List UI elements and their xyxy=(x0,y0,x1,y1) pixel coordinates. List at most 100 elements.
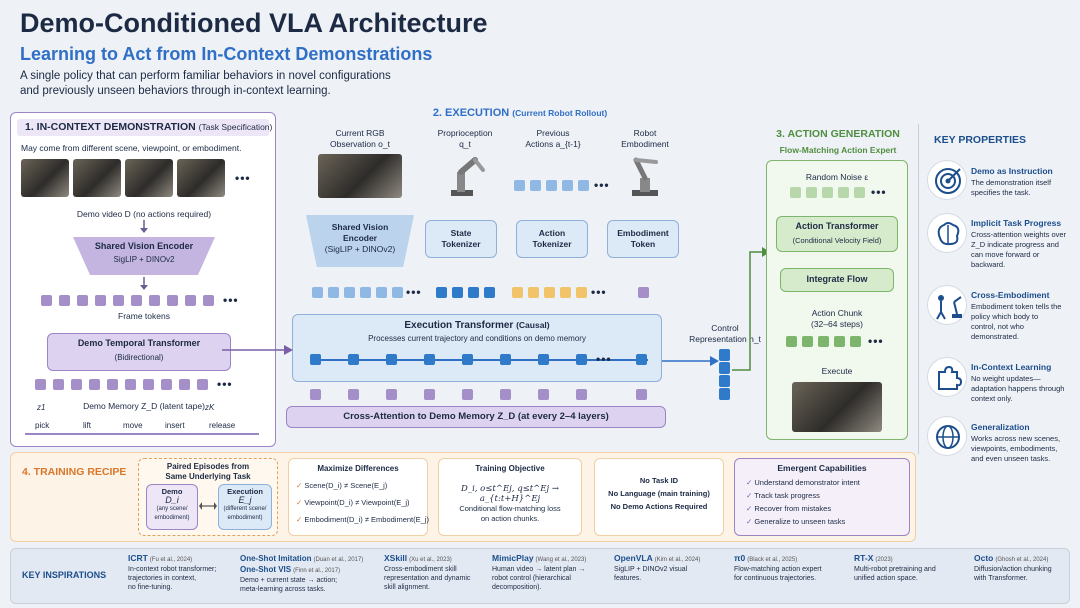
emergent-item-intent: ✓ Understand demonstrator intent xyxy=(746,478,860,487)
prev-action-token xyxy=(578,180,589,191)
exec-tokens-ellipsis: ••• xyxy=(596,352,612,366)
control-token xyxy=(719,388,730,400)
action-chunk-token xyxy=(818,336,829,347)
brain-icon xyxy=(927,213,967,253)
inspiration-octo: Octo (Ghosh et al., 2024)Diffusion/actio… xyxy=(974,553,1052,583)
property-desc-icl: No weight updates—adaptation happens thr… xyxy=(971,374,1065,403)
action-chunk-token xyxy=(850,336,861,347)
target-icon xyxy=(927,160,967,200)
obs-token xyxy=(312,287,323,298)
execution-episode-box xyxy=(218,484,272,530)
section-key-inspirations xyxy=(10,548,1070,604)
exec-transformer-title: Execution Transformer (Causal) xyxy=(404,320,550,331)
embodiment-token xyxy=(638,287,649,298)
section3-subtitle: Flow-Matching Action Expert xyxy=(779,145,897,155)
execute-robot-image xyxy=(792,382,882,432)
exec-token xyxy=(576,354,587,365)
xattn-token xyxy=(386,389,397,400)
frame-token xyxy=(185,295,196,306)
frame-token xyxy=(77,295,88,306)
key-properties-divider xyxy=(918,124,919,454)
section1-title-bar xyxy=(17,119,269,136)
action-token xyxy=(512,287,523,298)
temporal-title: Demo Temporal Transformer xyxy=(77,338,201,348)
obs-tokens-ellipsis: ••• xyxy=(406,285,422,299)
demo-video-label: Demo video D (no actions required) xyxy=(76,209,212,219)
obs-token xyxy=(392,287,403,298)
temporal-sub: (Bidirectional) xyxy=(114,353,164,362)
demo-memory-label: Demo Memory Z_D (latent tape) xyxy=(83,401,205,411)
memory-token xyxy=(161,379,172,390)
action-transformer xyxy=(776,216,898,252)
phase-pick: pick xyxy=(35,421,50,430)
memory-token xyxy=(179,379,190,390)
demo-encoder-sub: SigLIP + DINOv2 xyxy=(113,255,175,264)
frame-tokens-label: Frame tokens xyxy=(118,311,170,321)
execution-transformer xyxy=(292,314,662,382)
emergent-item-progress: ✓ Track task progress xyxy=(746,491,820,500)
state-tokenizer xyxy=(425,220,497,258)
memory-token xyxy=(89,379,100,390)
prev-actions-ellipsis: ••• xyxy=(594,178,610,192)
prev-action-token xyxy=(546,180,557,191)
action-transformer-sub: (Conditional Velocity Field) xyxy=(792,236,882,245)
globe-icon xyxy=(927,416,967,456)
exec-token xyxy=(500,354,511,365)
proprioception-robot-icon xyxy=(451,157,485,196)
memory-zk: zK xyxy=(205,403,215,412)
action-tokens-ellipsis: ••• xyxy=(591,285,607,299)
maximize-differences-panel xyxy=(288,458,428,536)
demo-temporal-transformer xyxy=(47,333,231,371)
frame-token xyxy=(131,295,142,306)
embodiment-robot-icon xyxy=(632,157,658,196)
action-tokenizer xyxy=(516,220,588,258)
phase-release: release xyxy=(209,421,236,430)
page-subtitle: Learning to Act from In-Context Demonstr… xyxy=(20,44,433,64)
exec-token xyxy=(310,354,321,365)
execute-label: Execute xyxy=(821,366,853,376)
action-token xyxy=(560,287,571,298)
obs-token xyxy=(328,287,339,298)
exec-transformer-sub: Processes current trajectory and conditi… xyxy=(368,334,586,343)
exec-to-control-arrow xyxy=(662,356,719,366)
section3-title: 3. ACTION GENERATION xyxy=(776,128,900,140)
frame-token xyxy=(113,295,124,306)
memory-token xyxy=(197,379,208,390)
xattn-token xyxy=(348,389,359,400)
phase-lift: lift xyxy=(83,421,91,430)
page-description-line2: and previously unseen behaviors through … xyxy=(20,85,331,97)
objective-title: Training Objective xyxy=(475,464,545,473)
property-title-progress: Implicit Task Progress xyxy=(971,218,1062,228)
prev-action-token xyxy=(562,180,573,191)
action-chunk-token xyxy=(834,336,845,347)
exec-sequence-line xyxy=(314,359,648,361)
property-title-embodiment: Cross-Embodiment xyxy=(971,290,1050,300)
maximize-item-scene: ✓ Scene(D_i) ≠ Scene(E_j) xyxy=(296,481,388,490)
phase-line xyxy=(25,433,259,435)
inspiration-mimicplay: MimicPlay (Wang et al., 2023)Human video… xyxy=(492,553,587,592)
emergent-capabilities-panel xyxy=(734,458,910,536)
section2-title: 2. EXECUTION (Current Robot Rollout) xyxy=(432,107,608,119)
demo-frame-4 xyxy=(177,159,225,197)
no-requirements-panel xyxy=(594,458,724,536)
page-title: Demo-Conditioned VLA Architecture xyxy=(20,8,488,38)
emergent-title: Emergent Capabilities xyxy=(777,463,867,473)
obs-token xyxy=(360,287,371,298)
prev-action-token xyxy=(514,180,525,191)
section1-title: 1. IN-CONTEXT DEMONSTRATION (Task Specif… xyxy=(25,121,273,133)
exec-token xyxy=(424,354,435,365)
shared-vision-encoder xyxy=(306,215,414,267)
state-token xyxy=(468,287,479,298)
control-token xyxy=(719,349,730,361)
noise-token xyxy=(838,187,849,198)
current-observation-image xyxy=(318,154,402,198)
